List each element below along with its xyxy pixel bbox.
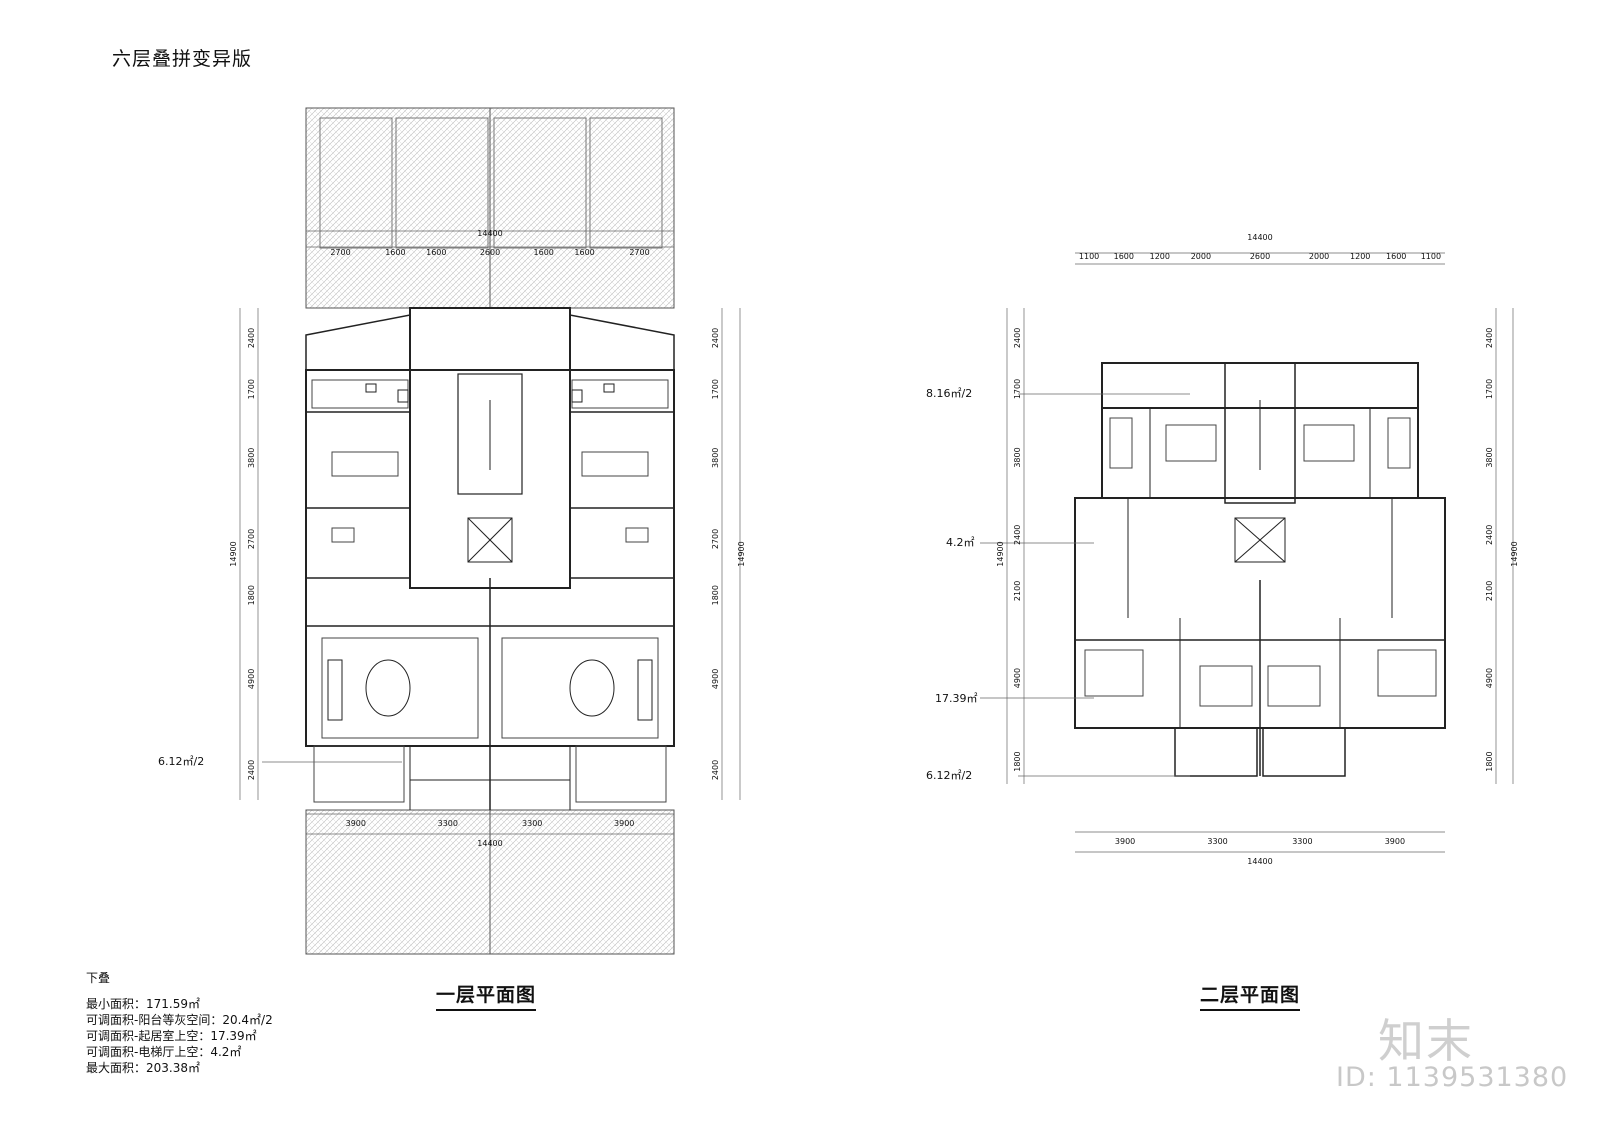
dimension-label: 1600 (385, 248, 405, 257)
area-notes: 下叠 最小面积：171.59㎡ 可调面积-阳台等灰空间：20.4㎡/2 可调面积… (86, 970, 273, 1076)
dimension-label: 1800 (711, 585, 720, 605)
notes-heading: 下叠 (86, 971, 111, 985)
plan-2 (980, 252, 1514, 853)
dimension-label: 1600 (1386, 252, 1406, 261)
dimension-label: 2400 (711, 328, 720, 348)
dimension-label: 2400 (247, 328, 256, 348)
plan2-area-label-3: 17.39㎡ (935, 692, 978, 705)
dimension-label: 1800 (1013, 751, 1022, 771)
dimension-label: 3800 (711, 448, 720, 468)
dimension-label: 1100 (1421, 252, 1441, 261)
plan1-bottom-total: 14400 (477, 839, 502, 848)
product-id: ID: 1139531380 (1336, 1062, 1569, 1093)
sheet-title: 六层叠拼变异版 (112, 48, 253, 70)
plan1-area-label: 6.12㎡/2 (158, 755, 204, 768)
dimension-label: 2400 (711, 760, 720, 780)
notes-line: 最小面积：171.59㎡ (86, 997, 200, 1011)
dimension-label: 3900 (614, 819, 634, 828)
plan2-area-label-1: 8.16㎡/2 (926, 387, 972, 400)
notes-line: 最大面积：203.38㎡ (86, 1061, 200, 1075)
dimension-label: 2000 (1309, 252, 1329, 261)
dimension-label: 3300 (522, 819, 542, 828)
dimension-label: 3900 (1115, 837, 1135, 846)
dimension-label: 4900 (247, 669, 256, 689)
dimension-label: 1700 (247, 379, 256, 399)
plan2-side-total-left: 14900 (996, 541, 1005, 566)
dimension-label: 1100 (1079, 252, 1099, 261)
dimension-label: 2100 (1485, 581, 1494, 601)
dimension-label: 1800 (1485, 751, 1494, 771)
plan2-side-total-right: 14900 (1510, 541, 1519, 566)
dimension-label: 4900 (711, 669, 720, 689)
dimension-label: 2700 (247, 529, 256, 549)
notes-line: 可调面积-阳台等灰空间：20.4㎡/2 (86, 1013, 273, 1027)
dimension-label: 2100 (1013, 581, 1022, 601)
brand-logo: 知末 (1378, 1014, 1474, 1068)
plan2-area-label-2: 4.2㎡ (946, 536, 975, 549)
dimension-label: 3300 (1207, 837, 1227, 846)
dimension-label: 1200 (1350, 252, 1370, 261)
dimension-label: 2700 (629, 248, 649, 257)
dimension-label: 2400 (1485, 525, 1494, 545)
plan1-caption: 一层平面图 (436, 980, 537, 1011)
dimension-label: 2400 (1485, 328, 1494, 348)
plan2-bottom-total: 14400 (1247, 857, 1272, 866)
dimension-label: 2400 (1013, 328, 1022, 348)
plan1-top-total: 14400 (477, 229, 502, 238)
dimension-label: 4900 (1013, 668, 1022, 688)
plan-1 (239, 107, 741, 955)
dimension-label: 3800 (1013, 447, 1022, 467)
dimension-label: 1800 (247, 585, 256, 605)
dimension-label: 2600 (480, 248, 500, 257)
dimension-label: 1700 (1013, 379, 1022, 399)
plan1-side-total-left: 14900 (229, 541, 238, 566)
dimension-label: 1700 (711, 379, 720, 399)
dimension-label: 2000 (1191, 252, 1211, 261)
notes-line: 可调面积-起居室上空：17.39㎡ (86, 1029, 257, 1043)
dimension-label: 4900 (1485, 668, 1494, 688)
plan2-top-total: 14400 (1247, 233, 1272, 242)
dimension-label: 3900 (1385, 837, 1405, 846)
dimension-label: 3900 (346, 819, 366, 828)
notes-line: 可调面积-电梯厅上空：4.2㎡ (86, 1045, 242, 1059)
dimension-label: 1600 (574, 248, 594, 257)
dimension-label: 2700 (330, 248, 350, 257)
dimension-label: 2400 (247, 760, 256, 780)
plan2-caption: 二层平面图 (1200, 980, 1301, 1011)
dimension-label: 1600 (534, 248, 554, 257)
dimension-label: 2700 (711, 529, 720, 549)
dimension-label: 1200 (1150, 252, 1170, 261)
dimension-label: 2400 (1013, 525, 1022, 545)
dimension-label: 1700 (1485, 379, 1494, 399)
dimension-label: 3300 (438, 819, 458, 828)
plan2-core (1224, 362, 1296, 504)
dimension-label: 1600 (426, 248, 446, 257)
dimension-label: 1600 (1114, 252, 1134, 261)
dimension-label: 3300 (1292, 837, 1312, 846)
plan2-area-label-4: 6.12㎡/2 (926, 769, 972, 782)
dimension-label: 3800 (1485, 447, 1494, 467)
dimension-label: 3800 (247, 448, 256, 468)
plan1-side-total-right: 14900 (737, 541, 746, 566)
dimension-label: 2600 (1250, 252, 1270, 261)
